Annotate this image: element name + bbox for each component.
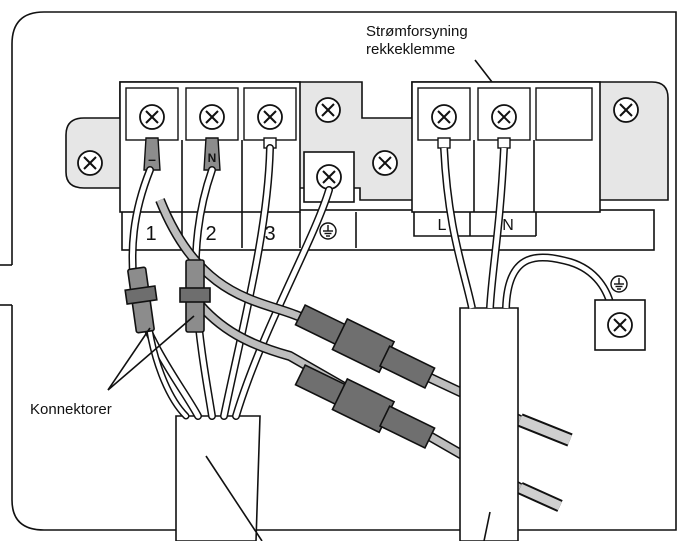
label-supply-terminal: rekkeklemme bbox=[366, 41, 455, 58]
terminal-strip bbox=[121, 209, 655, 251]
housing-outline bbox=[11, 11, 677, 531]
ring-lug bbox=[497, 137, 511, 149]
label-connectors: Konnektorer bbox=[30, 401, 112, 418]
terminal-screw bbox=[257, 104, 283, 130]
ring-lug bbox=[143, 137, 161, 171]
supply-terminal-letter: L bbox=[438, 217, 447, 234]
terminal-screw bbox=[199, 104, 225, 130]
terminal-number: 1 bbox=[145, 223, 156, 245]
leader-line-supply bbox=[474, 59, 493, 83]
wire-ground bbox=[232, 186, 333, 420]
supply-wire-n bbox=[486, 147, 508, 309]
mounting-screw bbox=[372, 150, 398, 176]
leader-line-cable bbox=[483, 511, 491, 541]
terminal-marker: N bbox=[208, 151, 217, 165]
wire-3 bbox=[220, 144, 274, 420]
extension-wire-1 bbox=[155, 198, 573, 447]
terminal-screw bbox=[491, 104, 517, 130]
terminal-cell bbox=[535, 87, 593, 141]
supply-terminal-letter: N bbox=[502, 217, 514, 234]
ground-symbol-icon bbox=[610, 275, 628, 293]
terminal-number: 3 bbox=[264, 223, 275, 245]
mounting-screw bbox=[315, 97, 341, 123]
cable-sheath-right bbox=[459, 307, 519, 541]
shrink-sleeve bbox=[294, 303, 436, 389]
leader-line-cable bbox=[205, 455, 263, 541]
cable-sheath-left bbox=[175, 415, 261, 541]
supply-wire-ground bbox=[502, 253, 616, 311]
terminal-marker: – bbox=[148, 151, 156, 167]
label-supply-terminal: Strømforsyning bbox=[366, 23, 468, 40]
extension-wire-2 bbox=[192, 296, 563, 512]
mounting-screw bbox=[77, 150, 103, 176]
crimp-connector bbox=[179, 259, 211, 333]
ground-screw bbox=[316, 164, 342, 190]
shrink-sleeve bbox=[294, 363, 436, 449]
ground-symbol-icon bbox=[319, 222, 337, 240]
leader-line-connectors bbox=[107, 315, 195, 391]
ring-lug bbox=[203, 137, 221, 171]
terminal-number: 2 bbox=[205, 223, 216, 245]
leader-line-connectors bbox=[107, 327, 151, 391]
terminal-screw bbox=[139, 104, 165, 130]
mounting-screw bbox=[613, 97, 639, 123]
ground-screw bbox=[607, 312, 633, 338]
crimp-connector bbox=[124, 266, 158, 334]
supply-wire-l bbox=[440, 147, 476, 309]
ring-lug bbox=[437, 137, 451, 149]
terminal-screw bbox=[431, 104, 457, 130]
